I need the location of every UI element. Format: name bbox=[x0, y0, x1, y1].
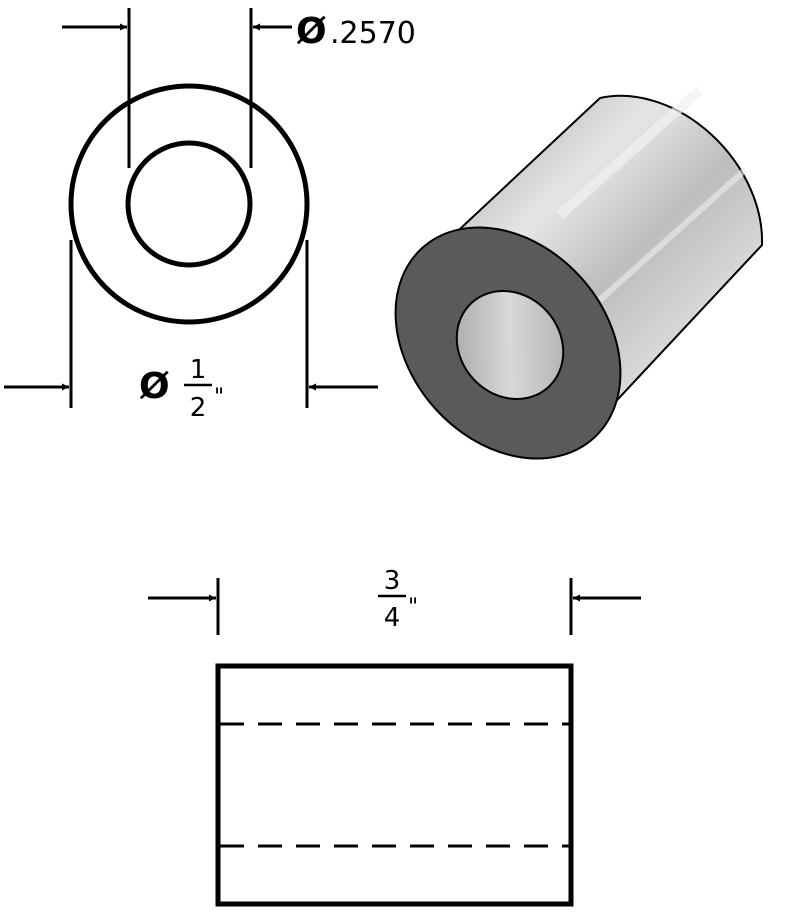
outer-dia-symbol: Ø bbox=[139, 366, 170, 407]
length-denominator: 4 bbox=[384, 603, 401, 633]
length-numerator: 3 bbox=[384, 566, 401, 596]
cylinder-highlight-2 bbox=[597, 167, 748, 303]
isometric-view bbox=[394, 86, 764, 460]
outer-circle bbox=[68, 83, 310, 325]
side-view: 3 4 " bbox=[148, 566, 641, 907]
end-view: Ø .2570 Ø 1 2 " bbox=[4, 8, 416, 423]
side-outline bbox=[215, 663, 574, 907]
inner-circle bbox=[125, 140, 253, 268]
inner-dia-value: .2570 bbox=[330, 16, 416, 51]
inner-dia-symbol: Ø bbox=[296, 11, 327, 52]
cylinder-highlight bbox=[556, 86, 704, 219]
outer-dia-numerator: 1 bbox=[190, 355, 207, 385]
outer-dia-unit: " bbox=[214, 385, 224, 410]
cylinder-bore bbox=[455, 290, 565, 400]
length-unit: " bbox=[408, 595, 418, 620]
outer-dia-denominator: 2 bbox=[190, 393, 207, 423]
